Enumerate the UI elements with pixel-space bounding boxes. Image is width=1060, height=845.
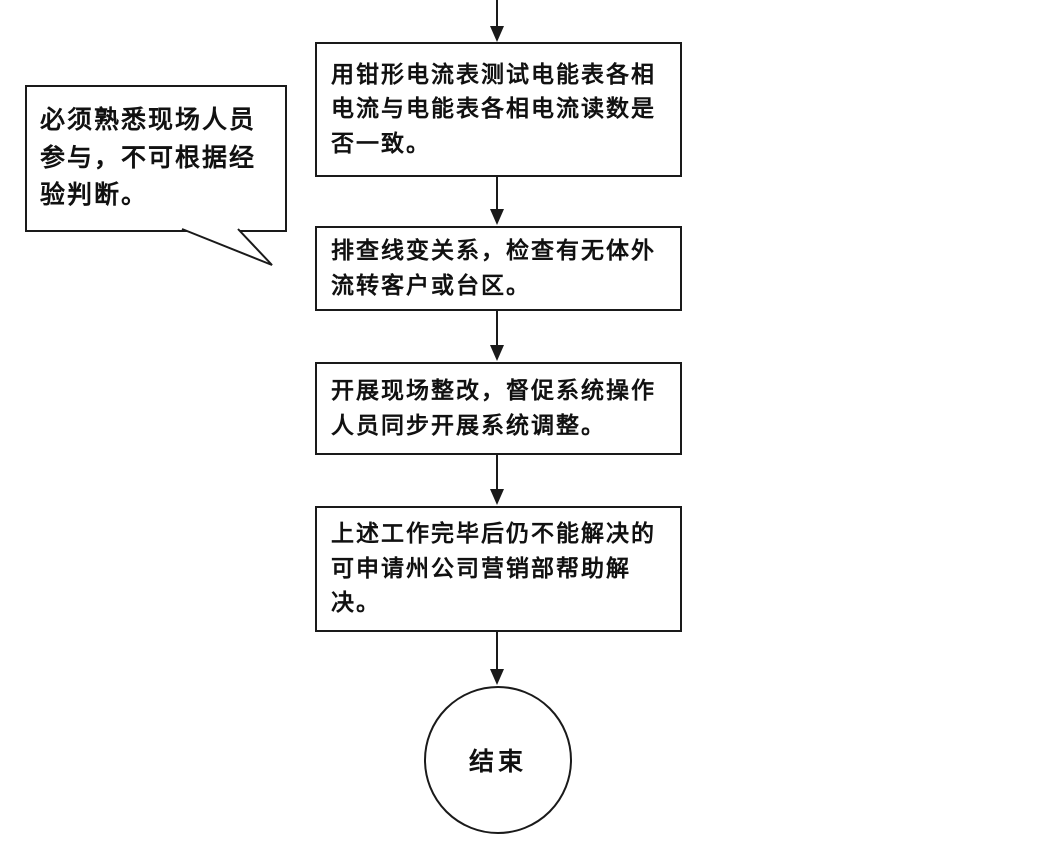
arrow-step4-to-end xyxy=(490,632,504,685)
flow-step-text: 排查线变关系，检查有无体外流转客户或台区。 xyxy=(331,238,656,298)
arrow-into-step-1 xyxy=(490,0,504,42)
flow-step-request-marketing-help: 上述工作完毕后仍不能解决的可申请州公司营销部帮助解决。 xyxy=(315,506,682,632)
flow-step-text: 用钳形电流表测试电能表各相电流与电能表各相电流读数是否一致。 xyxy=(331,61,656,156)
callout-text: 必须熟悉现场人员参与，不可根据经验判断。 xyxy=(40,107,257,210)
flow-step-text: 上述工作完毕后仍不能解决的可申请州公司营销部帮助解决。 xyxy=(331,521,656,616)
flow-terminal-end: 结束 xyxy=(424,686,572,834)
arrow-step1-to-step2 xyxy=(490,177,504,225)
flow-step-check-line-transformer: 排查线变关系，检查有无体外流转客户或台区。 xyxy=(315,226,682,311)
terminal-label: 结束 xyxy=(468,749,527,776)
flow-step-onsite-rectification: 开展现场整改，督促系统操作人员同步开展系统调整。 xyxy=(315,362,682,455)
arrow-step2-to-step3 xyxy=(490,311,504,361)
flow-step-text: 开展现场整改，督促系统操作人员同步开展系统调整。 xyxy=(331,378,656,438)
flow-step-test-meter-current: 用钳形电流表测试电能表各相电流与电能表各相电流读数是否一致。 xyxy=(315,42,682,177)
callout-tail xyxy=(181,228,273,266)
arrow-step3-to-step4 xyxy=(490,455,504,505)
callout-bubble: 必须熟悉现场人员参与，不可根据经验判断。 xyxy=(25,85,287,232)
